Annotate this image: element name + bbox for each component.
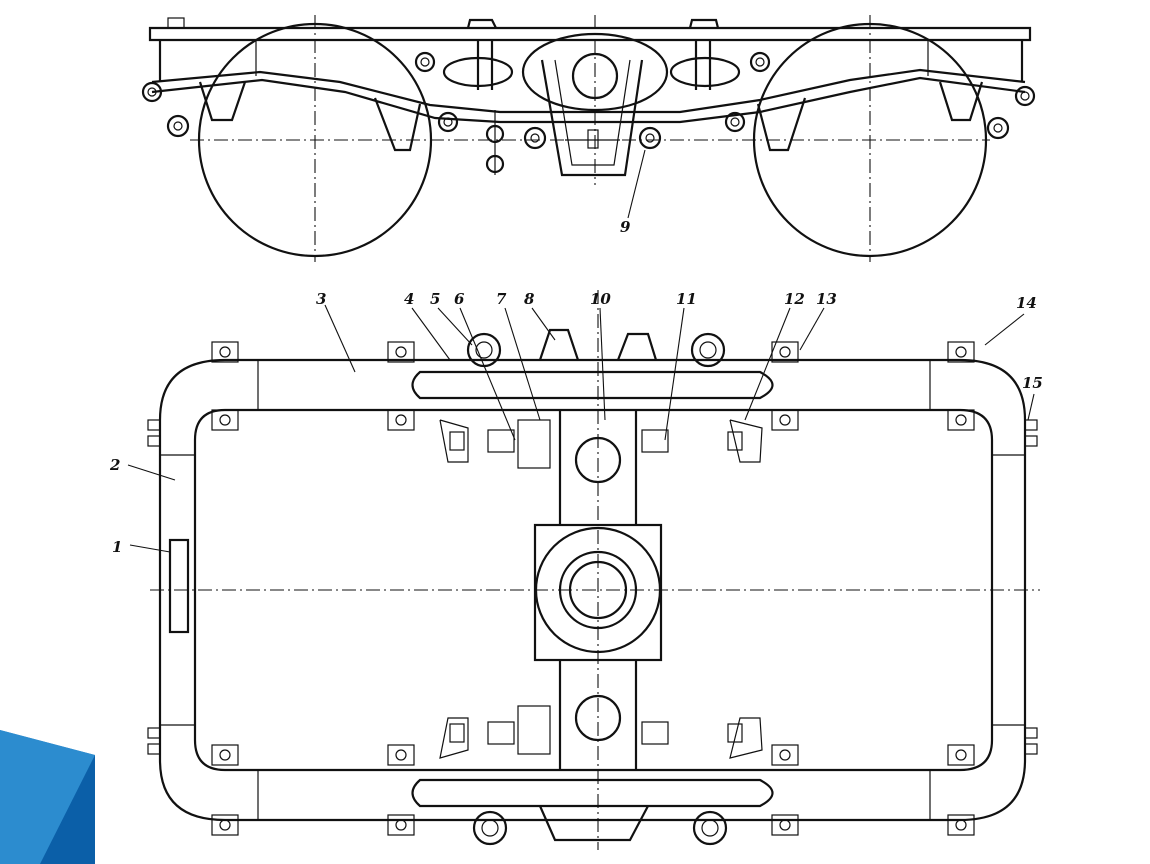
- callout-3: 3: [316, 290, 326, 308]
- callout-1: 1: [112, 538, 122, 556]
- inner-frame: [193, 408, 994, 772]
- center-bowl: [558, 550, 638, 630]
- callout-8: 8: [524, 290, 535, 308]
- center-hanger: [540, 59, 644, 177]
- callout-9: 9: [620, 218, 631, 236]
- side-frame-top-beam: [148, 26, 1032, 42]
- callout-4: 4: [404, 290, 414, 308]
- callout-12: 12: [784, 290, 805, 308]
- callout-15: 15: [1022, 374, 1043, 392]
- central-cross-beam: [558, 410, 638, 770]
- callout-14: 14: [1016, 294, 1037, 312]
- callout-7: 7: [496, 290, 507, 308]
- corner-accent: [0, 730, 95, 864]
- upper-spring-beam: [411, 370, 774, 400]
- callout-5: 5: [430, 290, 440, 308]
- callout-6: 6: [454, 290, 465, 308]
- top-view: 1 2 3 4 5 6 7 8 10 11 12 13 14 15: [109, 290, 1043, 850]
- callout-11: 11: [676, 290, 697, 308]
- side-frame-lower-beam: [151, 68, 1026, 114]
- side-view: 9: [141, 15, 1036, 262]
- callout-13: 13: [816, 290, 837, 308]
- callout-2: 2: [109, 456, 120, 474]
- lower-spring-beam: [411, 778, 774, 808]
- nameplate: [168, 538, 190, 634]
- callout-10: 10: [590, 290, 611, 308]
